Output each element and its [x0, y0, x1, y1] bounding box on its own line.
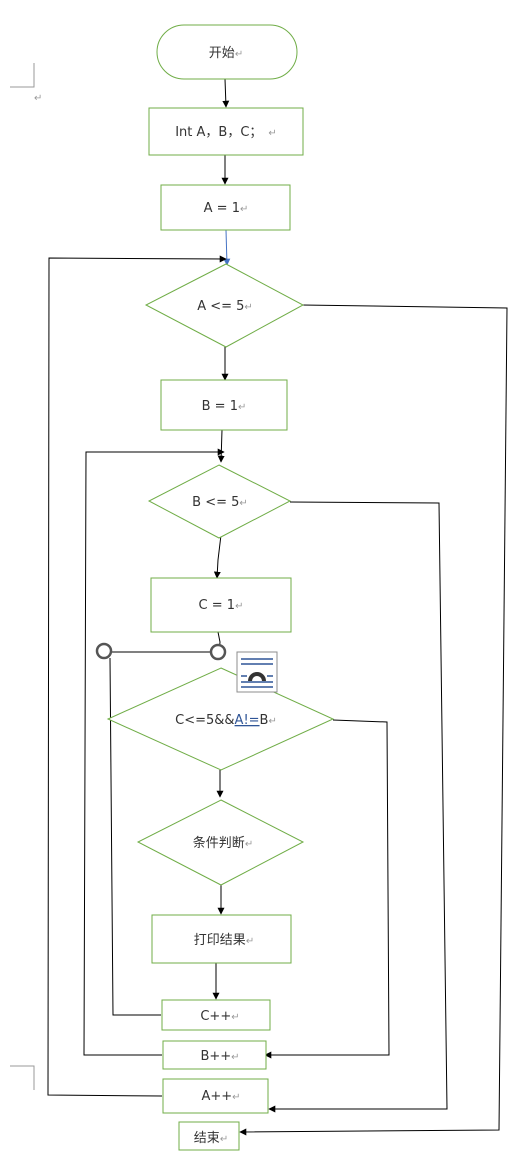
- layout-options-icon[interactable]: [236, 651, 278, 693]
- arrow-init-b-to-cond-b: [217, 429, 225, 463]
- loop-inc-c-to-cond-c: [109, 657, 161, 1016]
- init-b-label: B = 1↵: [202, 399, 247, 414]
- cond-a-label: A <= 5↵: [197, 299, 253, 314]
- inc-c-node[interactable]: [161, 999, 271, 1031]
- cond-b-node[interactable]: [147, 464, 292, 539]
- paragraph-mark-top: ↵: [34, 93, 42, 104]
- loop-inc-b-to-cond-b: [83, 448, 225, 1056]
- loop-inc-a-to-cond-a: [47, 255, 227, 1097]
- arrow-start-to-declare: [222, 78, 230, 108]
- judge-label: 条件判断↵: [193, 835, 253, 851]
- print-node[interactable]: [151, 914, 292, 964]
- inc-b-label: B++↵: [200, 1049, 239, 1064]
- init-b-node[interactable]: [160, 379, 288, 431]
- selection-handle-icon[interactable]: [209, 643, 227, 661]
- cond-a-node[interactable]: [144, 263, 305, 348]
- init-c-node[interactable]: [150, 577, 292, 633]
- page-corner-mark-bottom: [10, 1065, 35, 1090]
- false-cond-c-to-inc-b: [264, 719, 390, 1059]
- connectors: [47, 78, 508, 1136]
- inc-b-node[interactable]: [162, 1040, 267, 1070]
- end-label: 结束↵: [194, 1131, 228, 1146]
- inc-a-label: A++↵: [201, 1089, 240, 1104]
- inc-a-node[interactable]: [162, 1078, 269, 1114]
- declare-node[interactable]: [148, 107, 304, 156]
- start-node[interactable]: [156, 24, 298, 80]
- false-cond-a-to-end: [239, 304, 508, 1136]
- print-label: 打印结果↵: [194, 933, 254, 948]
- end-node[interactable]: [178, 1121, 240, 1151]
- arrow-cond-b-to-init-c: [213, 534, 222, 579]
- init-c-label: C = 1↵: [199, 598, 244, 613]
- init-a-node[interactable]: [160, 184, 291, 231]
- start-label: 开始↵: [209, 46, 243, 61]
- arrow-init-a-to-cond-a: [223, 229, 231, 266]
- declare-label: Int A，B，C；↵: [175, 125, 277, 140]
- judge-node[interactable]: [136, 799, 305, 886]
- cond-b-label: B <= 5↵: [192, 495, 248, 510]
- page-corner-mark-top: [10, 63, 35, 88]
- cond-c-node[interactable]: [106, 667, 335, 771]
- init-a-label: A = 1↵: [204, 201, 249, 216]
- selection-handle-icon[interactable]: [95, 642, 113, 660]
- cond-c-label: C<=5&&A!=B↵: [175, 713, 277, 728]
- inc-c-label: C++↵: [200, 1009, 239, 1024]
- false-cond-b-to-inc-a: [268, 501, 448, 1113]
